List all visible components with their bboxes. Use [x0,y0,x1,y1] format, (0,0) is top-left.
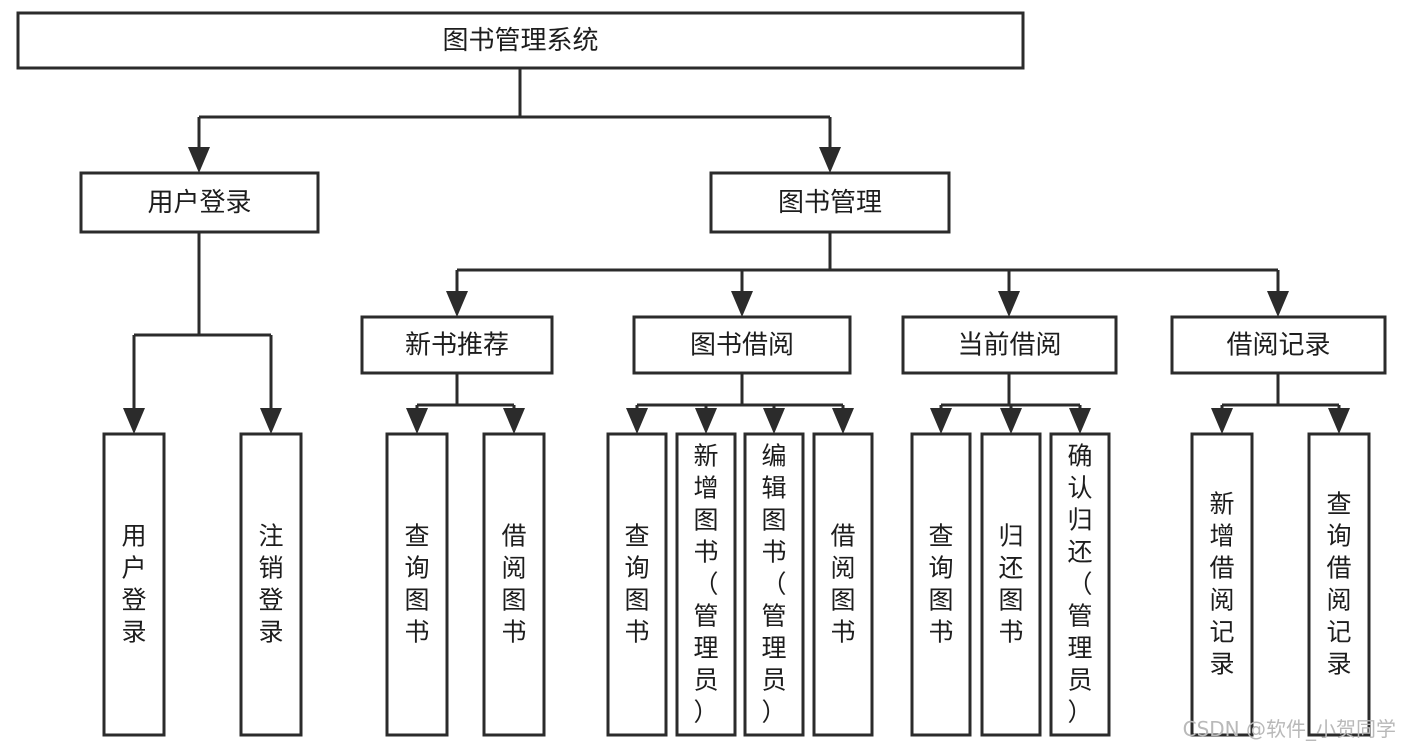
node-label-leaf-query-book-borrow: 查询图书 [624,522,649,647]
node-leaf-add-borrow-record[interactable]: 新增借阅记录 [1190,432,1254,737]
node-leaf-edit-book-admin[interactable]: 编辑图书（管理员） [743,432,805,737]
node-box-leaf-logout [239,432,303,737]
node-leaf-user-login[interactable]: 用户登录 [102,432,166,737]
node-label-leaf-logout: 注销登录 [258,522,283,647]
node-label-leaf-return-book: 归还图书 [998,522,1023,647]
node-box-book-borrow [632,315,852,375]
node-box-leaf-borrow-book [812,432,874,737]
node-borrow-records[interactable]: 借阅记录 [1170,315,1387,375]
connector-new-book-recommend [406,373,525,434]
node-box-leaf-add-book-admin [675,432,737,737]
arrow-head-icon [695,408,717,434]
node-leaf-query-book-recommend[interactable]: 查询图书 [385,432,449,737]
node-leaf-confirm-return-admin[interactable]: 确认归还（管理员） [1049,432,1111,737]
node-box-user-login [79,171,320,234]
node-label-leaf-query-borrow-record: 查询借阅记录 [1326,490,1351,679]
arrow-head-icon [406,408,428,434]
node-label-leaf-borrow-book: 借阅图书 [830,522,855,647]
node-box-leaf-add-borrow-record [1190,432,1254,737]
node-box-borrow-records [1170,315,1387,375]
connector-root [188,68,841,173]
node-label-current-borrow: 当前借阅 [957,331,1061,361]
arrow-head-icon [1328,408,1350,434]
node-book-management[interactable]: 图书管理 [709,171,951,234]
node-new-book-recommend[interactable]: 新书推荐 [360,315,554,375]
node-box-leaf-query-borrow-record [1307,432,1371,737]
node-box-leaf-query-book-borrow [606,432,668,737]
node-root[interactable]: 图书管理系统 [16,11,1025,70]
node-leaf-add-book-admin[interactable]: 新增图书（管理员） [675,432,737,737]
connector-borrow-records [1211,373,1350,434]
watermark-layer: CSDN @软件_小贺同学 [1183,717,1396,741]
arrow-head-icon [1069,408,1091,434]
node-box-leaf-query-book-recommend [385,432,449,737]
node-box-leaf-borrow-book-recommend [482,432,546,737]
node-label-user-login: 用户登录 [147,188,251,218]
arrow-head-icon [819,147,841,173]
arrow-head-icon [1211,408,1233,434]
node-label-leaf-user-login: 用户登录 [121,522,146,647]
arrow-head-icon [998,291,1020,317]
node-book-borrow[interactable]: 图书借阅 [632,315,852,375]
node-box-book-management [709,171,951,234]
node-leaf-return-book[interactable]: 归还图书 [980,432,1042,737]
arrow-head-icon [260,408,282,434]
arrow-head-icon [123,408,145,434]
node-label-leaf-confirm-return-admin: 确认归还（管理员） [1067,442,1092,727]
arrow-head-icon [1267,291,1289,317]
node-leaf-query-borrow-record[interactable]: 查询借阅记录 [1307,432,1371,737]
node-box-leaf-confirm-return-admin [1049,432,1111,737]
node-label-book-management: 图书管理 [778,188,882,218]
connector-book-management [446,232,1289,317]
node-leaf-borrow-book[interactable]: 借阅图书 [812,432,874,737]
node-box-leaf-edit-book-admin [743,432,805,737]
node-label-borrow-records: 借阅记录 [1226,331,1330,361]
arrow-head-icon [1000,408,1022,434]
node-box-root [16,11,1025,70]
nodes-layer: 图书管理系统用户登录图书管理新书推荐图书借阅当前借阅借阅记录用户登录注销登录查询… [16,11,1387,737]
connector-current-borrow [930,373,1091,434]
arrow-head-icon [188,147,210,173]
csdn-watermark: CSDN @软件_小贺同学 [1183,717,1396,741]
node-current-borrow[interactable]: 当前借阅 [901,315,1118,375]
node-user-login[interactable]: 用户登录 [79,171,320,234]
node-label-root: 图书管理系统 [442,26,598,56]
node-box-leaf-user-login [102,432,166,737]
node-label-leaf-add-book-admin: 新增图书（管理员） [693,442,718,727]
arrow-head-icon [930,408,952,434]
connector-user-login [123,232,282,434]
node-label-leaf-query-book-current: 查询图书 [928,522,953,647]
node-leaf-logout[interactable]: 注销登录 [239,432,303,737]
node-label-new-book-recommend: 新书推荐 [405,331,509,361]
connector-book-borrow [626,373,854,434]
arrow-head-icon [763,408,785,434]
node-label-leaf-add-borrow-record: 新增借阅记录 [1209,490,1234,679]
arrow-head-icon [731,291,753,317]
arrow-head-icon [832,408,854,434]
arrow-head-icon [446,291,468,317]
node-box-leaf-return-book [980,432,1042,737]
node-box-new-book-recommend [360,315,554,375]
node-label-leaf-query-book-recommend: 查询图书 [404,522,429,647]
connectors-layer [123,68,1350,434]
node-label-leaf-edit-book-admin: 编辑图书（管理员） [761,442,786,727]
node-label-leaf-borrow-book-recommend: 借阅图书 [501,522,526,647]
node-leaf-query-book-borrow[interactable]: 查询图书 [606,432,668,737]
arrow-head-icon [503,408,525,434]
node-leaf-query-book-current[interactable]: 查询图书 [910,432,972,737]
node-box-current-borrow [901,315,1118,375]
node-leaf-borrow-book-recommend[interactable]: 借阅图书 [482,432,546,737]
node-label-book-borrow: 图书借阅 [690,331,794,361]
arrow-head-icon [626,408,648,434]
node-box-leaf-query-book-current [910,432,972,737]
